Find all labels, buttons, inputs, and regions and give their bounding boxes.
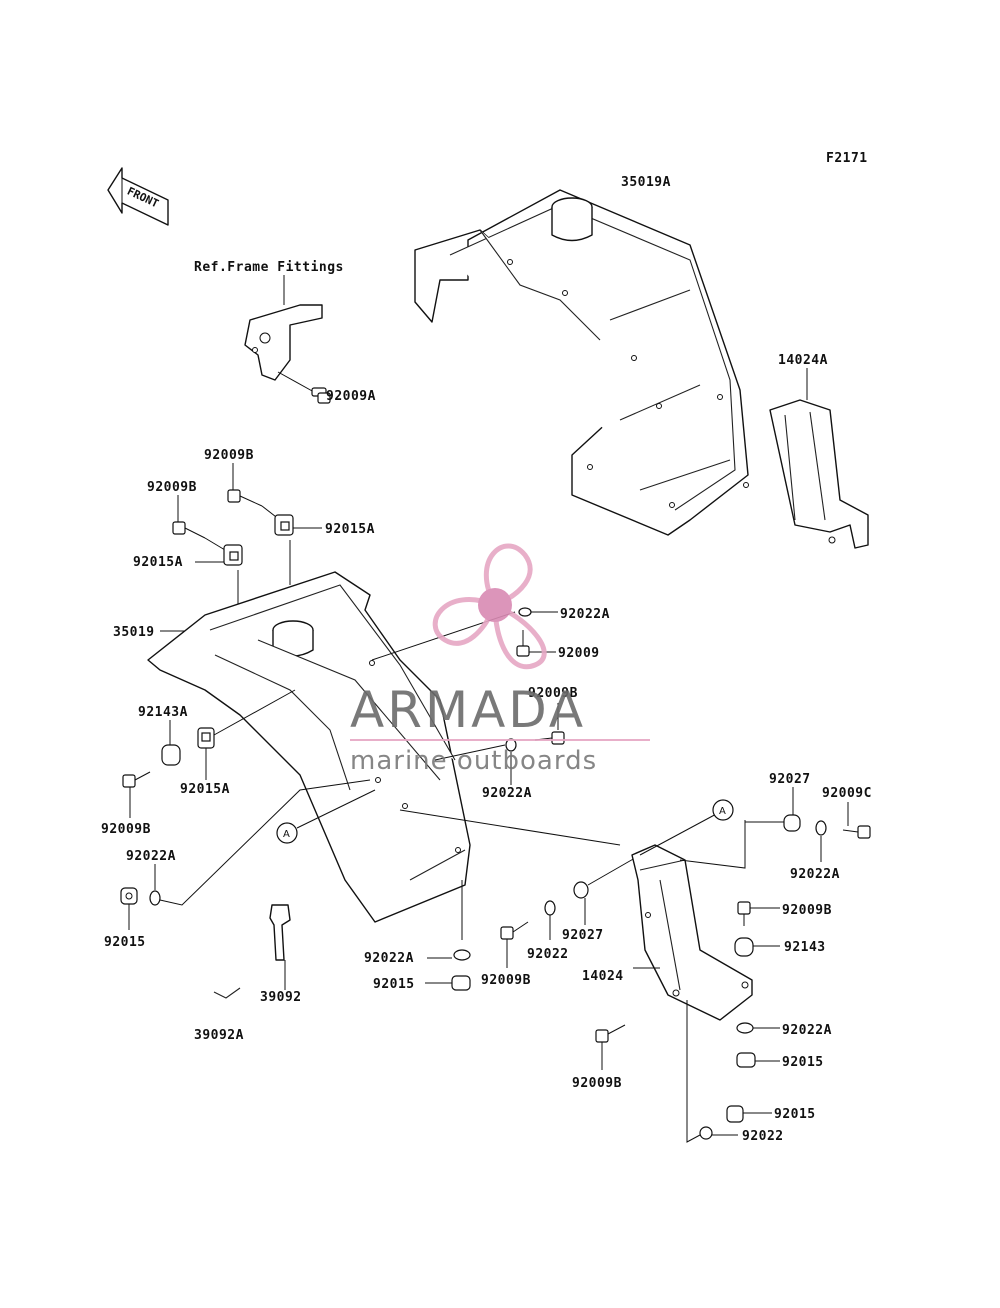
svg-text:A: A — [283, 829, 290, 840]
label-92022A-a: 92022A — [560, 607, 610, 622]
clip-39092A-icon — [213, 987, 241, 999]
label-92022A-e: 92022A — [790, 867, 840, 882]
label-92009B-g: 92009B — [572, 1076, 622, 1091]
front-arrow-icon: FRONT — [107, 167, 169, 226]
nut-92015-b-icon — [451, 975, 471, 991]
label-35019A: 35019A — [621, 175, 671, 190]
label-92015-d: 92015 — [774, 1107, 816, 1122]
label-92027-a: 92027 — [769, 772, 811, 787]
label-92015A-a: 92015A — [325, 522, 375, 537]
label-92022A-b: 92022A — [482, 786, 532, 801]
bolt-92009B-g-icon — [595, 1024, 626, 1043]
label-92015-c: 92015 — [782, 1055, 824, 1070]
label-92009A: 92009A — [326, 389, 376, 404]
label-92027-b: 92027 — [562, 928, 604, 943]
svg-text:A: A — [719, 806, 726, 817]
label-92009-a: 92009 — [558, 646, 600, 661]
label-92009B-f: 92009B — [782, 903, 832, 918]
watermark-brand: ARMADA — [350, 681, 586, 739]
washer-92022A-e-icon — [815, 820, 827, 836]
label-92015A-b: 92015A — [133, 555, 183, 570]
bolt-92009B-f-icon — [737, 901, 751, 926]
label-92022A-c: 92022A — [126, 849, 176, 864]
washer-92022A-f-icon — [736, 1022, 754, 1034]
label-92022-b: 92022 — [742, 1129, 784, 1144]
label-92009C: 92009C — [822, 786, 872, 801]
label-92009B-a: 92009B — [204, 448, 254, 463]
label-39092: 39092 — [260, 990, 302, 1005]
bolt-92009B-b-icon — [172, 521, 226, 551]
bolt-92009B-e-icon — [500, 921, 529, 940]
label-92143: 92143 — [784, 940, 826, 955]
label-92022A-d: 92022A — [364, 951, 414, 966]
clip-92015A-a-icon — [274, 514, 294, 536]
label-92143A: 92143A — [138, 705, 188, 720]
callout-a-left: A — [276, 789, 376, 844]
nut-92015-d-icon — [726, 1105, 744, 1123]
bolt-92009B-d-icon — [122, 771, 151, 788]
callout-a-right: A — [639, 799, 746, 869]
label-39092A: 39092A — [194, 1028, 244, 1043]
propeller-logo-icon — [432, 543, 547, 670]
bracket-14024A — [769, 399, 869, 549]
watermark: ARMADA marine outboards — [350, 543, 650, 776]
grommet-92143-icon — [734, 937, 754, 957]
label-92015-a: 92015 — [104, 935, 146, 950]
clip-39092-icon — [269, 904, 291, 961]
nut-92015-c-icon — [736, 1052, 756, 1068]
front-fender-35019 — [147, 571, 471, 923]
label-92009B-c: 92009B — [528, 686, 578, 701]
label-92015-b: 92015 — [373, 977, 415, 992]
frame-fitting-bracket — [244, 275, 323, 381]
label-14024A: 14024A — [778, 353, 828, 368]
ref-note: Ref.Frame Fittings — [194, 260, 344, 275]
bolt-92009C-icon — [842, 825, 871, 839]
bolt-92009A-icon — [277, 371, 331, 404]
label-92009B-e: 92009B — [481, 973, 531, 988]
spacer-92027-a-icon — [783, 814, 801, 832]
label-92015A-c: 92015A — [180, 782, 230, 797]
label-92009B-b: 92009B — [147, 480, 197, 495]
bolt-92009B-a-icon — [227, 489, 281, 521]
grommet-92143A-icon — [161, 744, 181, 766]
bracket-14024 — [631, 844, 753, 1021]
washer-92022A-d-icon — [453, 949, 471, 961]
rear-fender-35019A — [414, 189, 749, 536]
spacer-92027-b-icon — [573, 881, 589, 899]
watermark-tagline: marine outboards — [350, 746, 597, 776]
washer-92022A-a-icon — [518, 607, 532, 617]
nut-92015-a-icon — [120, 887, 138, 905]
clip-92015A-c-icon — [197, 727, 215, 749]
figure-code: F2171 — [826, 151, 868, 166]
label-14024: 14024 — [582, 969, 624, 984]
label-35019: 35019 — [113, 625, 155, 640]
label-92022-a: 92022 — [527, 947, 569, 962]
clip-92015A-b-icon — [223, 544, 243, 566]
label-92022A-f: 92022A — [782, 1023, 832, 1038]
washer-92022-a-icon — [544, 900, 556, 916]
bolt-92009-a-icon — [516, 630, 530, 657]
label-92009B-d: 92009B — [101, 822, 151, 837]
washer-92022-b-icon — [699, 1126, 713, 1140]
washer-92022A-c-icon — [149, 890, 161, 906]
